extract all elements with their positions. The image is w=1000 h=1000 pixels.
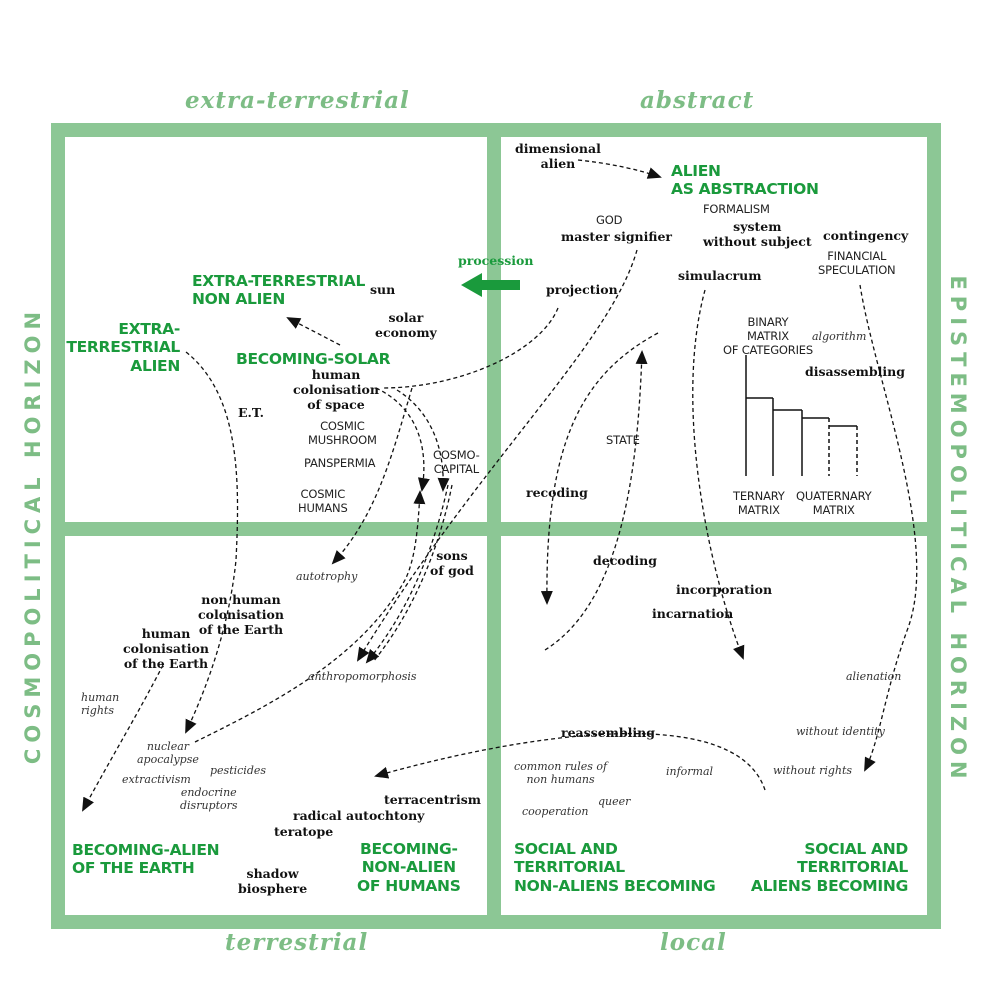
sun-label: sun: [370, 282, 396, 297]
arrow-et-to-nuclear: [185, 351, 239, 734]
procession-arrow: [461, 273, 520, 297]
binary-matrix-label: BINARY MATRIX OF CATEGORIES: [723, 315, 813, 357]
projection-label: projection: [546, 282, 618, 297]
alien-as-abstraction-label: ALIEN AS ABSTRACTION: [671, 162, 819, 199]
category-tree: [745, 355, 858, 476]
ternary-matrix-label: TERNARY MATRIX: [733, 489, 785, 517]
pesticides-label: pesticides: [210, 764, 267, 777]
incarnation-label: incarnation: [652, 606, 734, 621]
extractivism-label: extractivism: [122, 773, 191, 786]
anthropomorphosis-label: anthropomorphosis: [308, 670, 417, 683]
disassembling-label: disassembling: [805, 364, 905, 379]
human-colonisation-space-label: human colonisation of space: [293, 367, 379, 412]
without-identity-label: without identity: [796, 725, 885, 738]
state-label: STATE: [606, 433, 640, 447]
dimensional-alien-label: dimensional alien: [515, 141, 601, 171]
procession-label: procession: [458, 253, 534, 268]
extraterrestrial-alien-label: EXTRA- TERRESTRIAL ALIEN: [66, 320, 180, 375]
human-rights-label: human rights: [81, 691, 120, 718]
et-label: E.T.: [238, 405, 264, 420]
simulacrum-label: simulacrum: [678, 268, 762, 283]
edge-label-extra-terrestrial: extra-terrestrial: [185, 87, 410, 114]
edge-label-epistemopolitical-horizon: EPISTEMOPOLITICAL HORIZON: [946, 275, 970, 785]
cosmic-mushroom-label: COSMIC MUSHROOM: [308, 419, 377, 447]
contingency-label: contingency: [823, 228, 909, 243]
arrow-solar-to-autotrophy: [331, 387, 413, 565]
shadow-biosphere-label: shadow biosphere: [238, 866, 308, 896]
non-human-colonisation-label: non human colonisation of the Earth: [198, 592, 284, 637]
system-without-subject-label: system without subject: [703, 219, 812, 249]
arrow-master-signifier-sons-of-god: [356, 249, 638, 662]
edge-label-local: local: [660, 929, 727, 956]
arrow-dimensional-alien: [577, 159, 662, 179]
arrow-cosmo-to-anthropomorphosis-1: [365, 484, 449, 664]
arrow-recoding: [540, 332, 659, 605]
social-non-aliens-becoming-label: SOCIAL AND TERRITORIAL NON-ALIENS BECOMI…: [514, 840, 716, 895]
human-colonisation-earth-label: human colonisation of the Earth: [123, 626, 209, 671]
cosmo-capital-label: COSMO- CAPITAL: [433, 448, 480, 476]
queer-label: queer: [598, 795, 631, 808]
quaternary-matrix-label: QUATERNARY MATRIX: [796, 489, 872, 517]
informal-label: informal: [666, 765, 714, 778]
panspermia-label: PANSPERMIA: [304, 456, 376, 470]
arrow-reassembling: [374, 732, 766, 791]
arrow-extractivism-to-cosmo: [194, 490, 426, 743]
edge-label-cosmopolitical-horizon: COSMOPOLITICAL HORIZON: [21, 305, 45, 765]
without-rights-label: without rights: [773, 764, 853, 777]
cosmic-humans-label: COSMIC HUMANS: [298, 487, 348, 515]
social-aliens-becoming-label: SOCIAL AND TERRITORIAL ALIENS BECOMING: [750, 840, 908, 895]
arrow-simulacrum-incarnation: [692, 289, 745, 660]
alienation-label: alienation: [846, 670, 902, 683]
becoming-non-alien-humans-label: BECOMING- NON-ALIEN OF HUMANS: [357, 840, 461, 895]
god-label: GOD: [596, 213, 623, 227]
arrow-state: [544, 350, 648, 651]
nuclear-apocalypse-label: nuclear apocalypse: [137, 740, 199, 767]
financial-speculation-label: FINANCIAL SPECULATION: [818, 249, 896, 277]
becoming-solar-label: BECOMING-SOLAR: [236, 350, 391, 368]
becoming-alien-earth-label: BECOMING-ALIEN OF THE EARTH: [72, 841, 220, 878]
edge-label-abstract: abstract: [640, 87, 755, 114]
formalism-label: FORMALISM: [703, 202, 770, 216]
extraterrestrial-non-alien-label: EXTRA-TERRESTRIAL NON ALIEN: [192, 272, 366, 309]
arrow-cosmo-to-anthropomorphosis-2: [372, 484, 453, 663]
arrow-colonisation-to-cosmo-capital: [396, 389, 450, 492]
solar-economy-label: solar economy: [375, 310, 437, 340]
dashed-arrows: [82, 159, 918, 812]
common-rules-label: common rules of non humans: [514, 760, 608, 787]
cooperation-label: cooperation: [522, 805, 589, 818]
radical-autochtony-label: radical autochtony: [293, 808, 425, 823]
arrow-colonisation-to-cosmic: [375, 387, 430, 492]
teratope-label: teratope: [274, 824, 334, 839]
terracentrism-label: terracentrism: [384, 792, 482, 807]
reassembling-label: reassembling: [561, 725, 655, 740]
arrow-to-extraterrestrial-non-alien: [286, 317, 341, 346]
algorithm-label: algorithm: [812, 330, 867, 343]
edge-label-terrestrial: terrestrial: [225, 929, 369, 956]
arrow-human-colonisation-earth: [82, 664, 164, 812]
sons-of-god-label: sons of god: [430, 548, 474, 578]
arrow-financial-speculation: [859, 284, 918, 772]
autotrophy-label: autotrophy: [296, 570, 358, 583]
endocrine-disruptors-label: endocrine disruptors: [180, 786, 238, 813]
recoding-label: recoding: [526, 485, 588, 500]
incorporation-label: incorporation: [676, 582, 773, 597]
decoding-label: decoding: [593, 553, 657, 568]
master-signifier-label: master signifier: [561, 229, 673, 244]
